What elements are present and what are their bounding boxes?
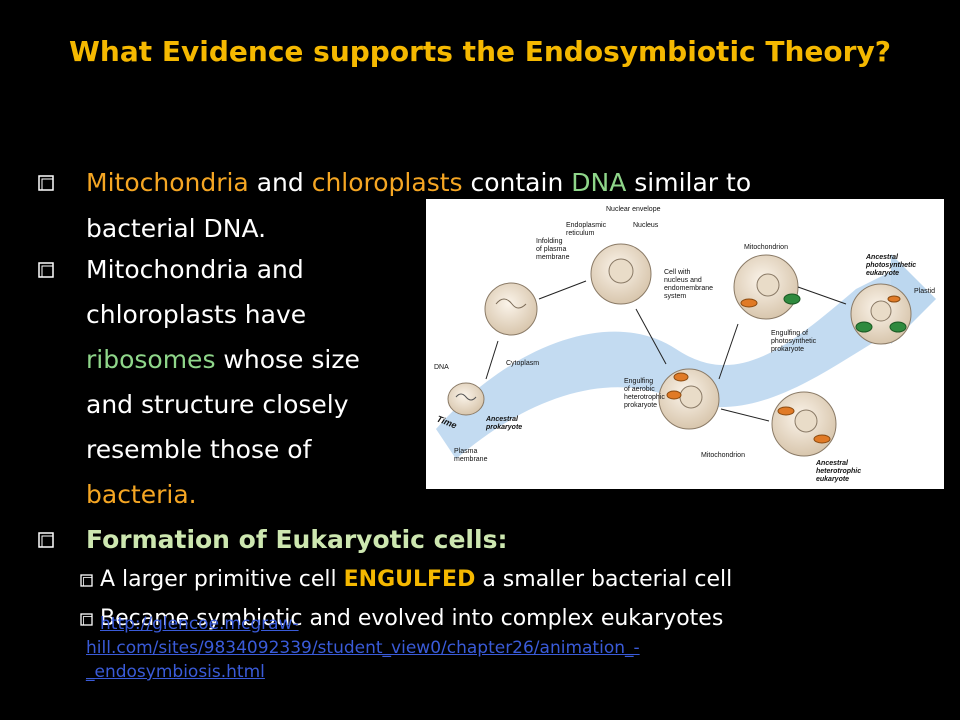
text-fragment: A larger primitive cell	[100, 567, 344, 592]
label-cell-with: Cell with	[664, 269, 691, 276]
text-fragment: similar to	[626, 168, 752, 197]
label-er: Endoplasmic	[566, 222, 607, 229]
link-line-2[interactable]: hill.com/sites/9834092339/student_view0/…	[86, 638, 640, 658]
bullet-1-line-2: bacterial DNA.	[86, 214, 267, 243]
label-nuclear-envelope: Nuclear envelope	[606, 206, 661, 213]
arrow	[485, 340, 499, 380]
arrow	[720, 408, 770, 422]
link-line-3[interactable]: _endosymbiosis.html	[86, 662, 265, 682]
label-cell-with-4: system	[664, 293, 686, 300]
label-ancestral-photosynthetic-2: photosynthetic	[865, 262, 916, 269]
label-infolding-2: of plasma	[536, 246, 566, 253]
keyword-mitochondria: Mitochondria	[86, 168, 249, 197]
slide-title: What Evidence supports the Endosymbiotic…	[69, 35, 891, 68]
text-fragment: and	[248, 168, 312, 197]
label-dna: DNA	[434, 364, 449, 371]
label-nucleus: Nucleus	[633, 222, 659, 229]
keyword-bacteria: bacteria.	[86, 480, 197, 509]
checkbox-bullet-icon	[38, 262, 54, 278]
bullet-1-line-1: Mitochondria and chloroplasts contain DN…	[86, 162, 751, 204]
label-engulfing-aerobic-4: prokaryote	[624, 402, 657, 409]
label-mitochondrion-top: Mitochondrion	[744, 244, 788, 251]
label-plastid: Plastid	[914, 288, 935, 295]
label-ancestral-heterotrophic-3: eukaryote	[816, 476, 849, 483]
mitochondrion-cell-top	[733, 254, 801, 320]
endosymbiosis-diagram-svg: Nuclear envelope Endoplasmic reticulum N…	[434, 206, 936, 483]
arrow	[635, 308, 667, 365]
label-engulfing-aerobic-3: heterotrophic	[624, 394, 665, 401]
label-engulfing-photosynthetic-3: prokaryote	[771, 346, 804, 353]
arrow	[718, 323, 739, 380]
text-fragment: a smaller bacterial cell	[475, 567, 733, 592]
arrow	[538, 280, 587, 300]
infolding-cell	[484, 282, 538, 336]
label-infolding: Infolding	[536, 238, 563, 245]
label-engulfing-aerobic: Engulfing	[624, 378, 653, 385]
label-ancestral-prokaryote: Ancestral	[485, 416, 519, 423]
label-mitochondrion-bottom: Mitochondrion	[701, 452, 745, 459]
label-er-2: reticulum	[566, 230, 595, 237]
animation-link[interactable]: http://glencoe.mcgraw- hill.com/sites/98…	[86, 612, 766, 684]
keyword-dna: DNA	[571, 168, 627, 197]
label-ancestral-photosynthetic: Ancestral	[865, 254, 899, 261]
checkbox-bullet-icon	[38, 175, 54, 191]
label-plasma-membrane-2: membrane	[454, 456, 488, 463]
bullet-2-line-1: Mitochondria and	[86, 255, 304, 284]
label-engulfing-aerobic-2: of aerobic	[624, 386, 655, 393]
text-fragment: contain	[462, 168, 572, 197]
keyword-chloroplasts: chloroplasts	[311, 168, 463, 197]
sub-bullet-2: Became symbiotic and evolved into comple…	[100, 606, 724, 631]
checkbox-bullet-icon	[38, 532, 54, 548]
heterotrophic-eukaryote-cell	[771, 391, 837, 457]
keyword-ribosomes: ribosomes	[86, 345, 216, 374]
label-engulfing-photosynthetic-2: photosynthetic	[771, 338, 817, 345]
aerobic-engulf-cell	[658, 368, 720, 430]
label-ancestral-heterotrophic: Ancestral	[815, 460, 849, 467]
photosynthetic-eukaryote-cell	[850, 283, 912, 345]
bullet-3-heading: Formation of Eukaryotic cells:	[86, 525, 508, 554]
label-ancestral-photosynthetic-3: eukaryote	[866, 270, 899, 277]
bullet-2-line-5: resemble those of	[86, 435, 312, 464]
label-cytoplasm: Cytoplasm	[506, 360, 539, 367]
bullet-2-line-6: bacteria.	[86, 474, 197, 516]
label-cell-with-3: endomembrane	[664, 285, 713, 292]
sub-bullet-1: A larger primitive cell ENGULFED a small…	[100, 565, 732, 595]
label-ancestral-prokaryote-2: prokaryote	[485, 424, 522, 431]
arrow	[797, 286, 847, 305]
label-plasma-membrane: Plasma	[454, 448, 477, 455]
endosymbiosis-diagram: Nuclear envelope Endoplasmic reticulum N…	[426, 199, 944, 489]
label-infolding-3: membrane	[536, 254, 570, 261]
checkbox-bullet-icon	[80, 574, 93, 587]
ancestral-prokaryote-cell	[447, 382, 485, 416]
checkbox-bullet-icon	[80, 613, 93, 626]
label-ancestral-heterotrophic-2: heterotrophic	[816, 468, 861, 475]
bullet-2-line-4: and structure closely	[86, 390, 349, 419]
nucleated-cell	[590, 243, 652, 305]
bullet-2-line-3: ribosomes whose size	[86, 339, 360, 381]
link-line-1[interactable]: http://glencoe.mcgraw-	[100, 614, 299, 634]
label-cell-with-2: nucleus and	[664, 277, 702, 284]
label-engulfing-photosynthetic: Engulfing of	[771, 330, 808, 337]
bullet-2-line-2: chloroplasts have	[86, 300, 307, 329]
text-fragment: whose size	[215, 345, 360, 374]
keyword-engulfed: ENGULFED	[343, 567, 476, 592]
